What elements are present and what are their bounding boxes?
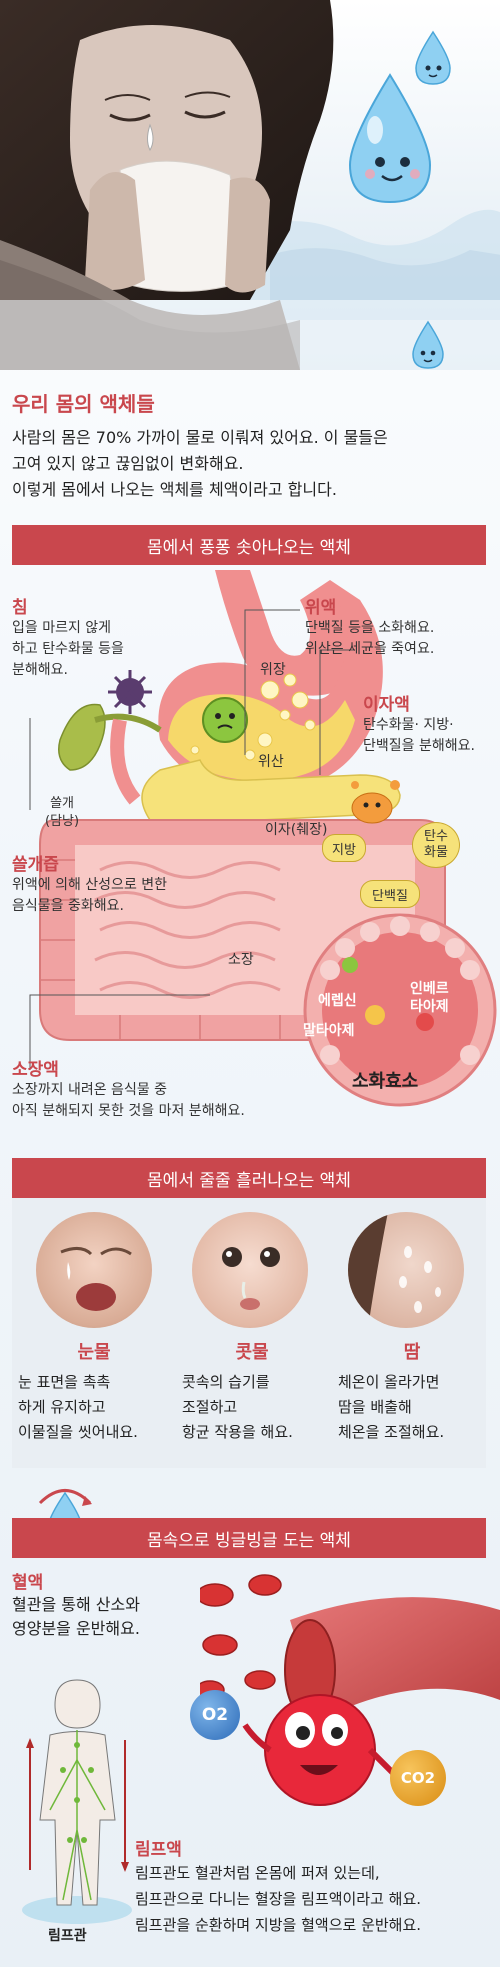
section2-banner: 몸에서 줄줄 흘러나오는 액체 xyxy=(12,1158,486,1198)
water-drop-character-tiny xyxy=(412,320,444,369)
bile-line: 음식물을 중화해요. xyxy=(12,898,124,914)
gallbladder-label: 쓸개 (담낭) xyxy=(45,796,80,829)
fat-label: 지방 xyxy=(332,842,356,858)
sweat-line: 땀을 배출해 xyxy=(338,1398,412,1416)
tears-title: 눈물 xyxy=(77,1342,111,1363)
intro-title: 우리 몸의 액체들 xyxy=(12,392,155,416)
nasal-line: 항균 작용을 해요. xyxy=(182,1423,293,1441)
lymph-body-illustration xyxy=(22,1679,132,1924)
co2-label: CO2 xyxy=(400,1769,436,1787)
oxygen-label: O2 xyxy=(201,1705,229,1725)
intro-line: 이렇게 몸에서 나오는 액체를 체액이라고 합니다. xyxy=(12,480,337,499)
nasal-line: 콧속의 습기를 xyxy=(182,1373,270,1391)
fat-chip: 지방 xyxy=(322,834,366,862)
water-drop-character-small xyxy=(415,30,451,85)
maltase-label: 말타아제 xyxy=(303,1023,355,1039)
section3-banner: 몸속으로 빙글빙글 도는 액체 xyxy=(12,1518,486,1558)
villi xyxy=(320,916,480,1065)
tears-line: 하게 유지하고 xyxy=(18,1398,106,1416)
enzyme-character-icon xyxy=(351,780,400,824)
crying-baby-face xyxy=(60,1247,132,1311)
nasal-title: 콧물 xyxy=(235,1342,269,1363)
intro-line: 사람의 몸은 70% 가까이 물로 이뤄져 있어요. 이 물들은 xyxy=(12,428,388,447)
intro-text: 사람의 몸은 70% 가까이 물로 이뤄져 있어요. 이 물들은 고여 있지 않… xyxy=(12,425,492,503)
gastric-juice-line: 위산은 세균을 죽여요. xyxy=(305,641,435,657)
stomach-label: 위장 xyxy=(260,662,286,678)
nasal-photo xyxy=(192,1212,308,1328)
intestinal-juice-line: 소장까지 내려온 음식물 중 xyxy=(12,1082,168,1098)
saliva-line: 분해해요. xyxy=(12,662,68,678)
blood-block: 혈액 혈관을 통해 산소와 영양분을 운반해요. xyxy=(12,1568,212,1641)
small-intestine-label: 소장 xyxy=(228,952,254,968)
oxygen-bubble: O2 xyxy=(190,1690,240,1740)
pancreatic-juice-line: 단백질을 분해해요. xyxy=(363,738,475,754)
protein-label: 단백질 xyxy=(372,888,408,904)
invertase-label: 인베르 타아제 xyxy=(410,981,449,1015)
co2-bubble: CO2 xyxy=(390,1750,446,1806)
pancreas-label: 이자(췌장) xyxy=(265,822,328,838)
sweat-line: 체온이 올라가면 xyxy=(338,1373,440,1391)
sweating-face xyxy=(348,1212,441,1328)
tears-photo xyxy=(36,1212,152,1328)
virus-icon xyxy=(108,670,152,714)
gastric-acid-label: 위산 xyxy=(258,754,284,770)
saliva-title: 침 xyxy=(12,598,28,618)
bile-block: 쓸개즙 위액에 의해 산성으로 변한 음식물을 중화해요. xyxy=(12,850,232,917)
water-drop-character-large xyxy=(348,73,432,204)
lymph-line: 림프관으로 다니는 혈장을 림프액이라고 해요. xyxy=(135,1890,422,1908)
nasal-block: 콧물 콧속의 습기를 조절하고 항균 작용을 해요. xyxy=(182,1338,322,1445)
tears-line: 눈 표면을 촉촉 xyxy=(18,1373,111,1391)
sweat-title: 땀 xyxy=(403,1342,421,1363)
saliva-line: 입을 마르지 않게 xyxy=(12,620,112,636)
carb-chip: 탄수 화물 xyxy=(412,822,460,868)
pancreatic-juice-block: 이자액 탄수화물· 지방· 단백질을 분해해요. xyxy=(363,690,498,757)
baby-runny-nose-face xyxy=(222,1247,280,1310)
lymph-vessel-label: 림프관 xyxy=(48,1928,87,1944)
header-photo-area xyxy=(0,0,500,370)
tears-text: 눈 표면을 촉촉 하게 유지하고 이물질을 씻어내요. xyxy=(18,1370,170,1445)
enzyme-title: 소화효소 xyxy=(352,1071,419,1092)
blood-line: 혈관을 통해 산소와 xyxy=(12,1595,140,1614)
blood-vessel-illustration xyxy=(200,1574,500,1806)
tears-line: 이물질을 씻어내요. xyxy=(18,1423,138,1441)
erepsin-label: 에렙신 xyxy=(318,993,357,1009)
intro-line: 고여 있지 않고 끊임없이 변화해요. xyxy=(12,454,244,473)
red-blood-cells xyxy=(200,1574,282,1700)
germ-icon xyxy=(202,697,248,743)
gastric-juice-line: 단백질 등을 소화해요. xyxy=(305,620,435,636)
sweat-block: 땀 체온이 올라가면 땀을 배출해 체온을 조절해요. xyxy=(338,1338,486,1445)
section1-banner: 몸에서 퐁퐁 솟아나오는 액체 xyxy=(12,525,486,565)
pancreatic-juice-line: 탄수화물· 지방· xyxy=(363,717,454,733)
nasal-text: 콧속의 습기를 조절하고 항균 작용을 해요. xyxy=(182,1370,322,1445)
sweat-text: 체온이 올라가면 땀을 배출해 체온을 조절해요. xyxy=(338,1370,486,1445)
small-intestine-coils xyxy=(94,861,281,999)
intestinal-juice-line: 아직 분해되지 못한 것을 마저 분해해요. xyxy=(12,1103,245,1119)
sweat-photo xyxy=(348,1212,464,1328)
nasal-line: 조절하고 xyxy=(182,1398,238,1416)
carb-label: 탄수 화물 xyxy=(424,829,448,860)
gastric-juice-title: 위액 xyxy=(305,598,337,618)
saliva-block: 침 입을 마르지 않게 하고 탄수화물 등을 분해해요. xyxy=(12,593,172,681)
protein-chip: 단백질 xyxy=(360,880,420,908)
lymph-line: 림프관도 혈관처럼 온몸에 퍼져 있는데, xyxy=(135,1864,380,1882)
bile-line: 위액에 의해 산성으로 변한 xyxy=(12,877,168,893)
digestive-system-illustration xyxy=(29,570,497,1107)
saliva-line: 하고 탄수화물 등을 xyxy=(12,641,124,657)
bile-title: 쓸개즙 xyxy=(12,855,59,875)
pancreatic-juice-title: 이자액 xyxy=(363,695,410,715)
lymph-line: 림프관을 순환하며 지방을 혈액으로 운반해요. xyxy=(135,1916,422,1934)
blood-title: 혈액 xyxy=(12,1573,44,1593)
lymph-block: 림프액 림프관도 혈관처럼 온몸에 퍼져 있는데, 림프관으로 다니는 혈장을 … xyxy=(135,1835,495,1938)
lymph-title: 림프액 xyxy=(135,1840,182,1860)
intestinal-juice-block: 소장액 소장까지 내려온 음식물 중 아직 분해되지 못한 것을 마저 분해해요… xyxy=(12,1055,332,1122)
blood-line: 영양분을 운반해요. xyxy=(12,1619,140,1638)
sweat-line: 체온을 조절해요. xyxy=(338,1423,445,1441)
gastric-juice-block: 위액 단백질 등을 소화해요. 위산은 세균을 죽여요. xyxy=(305,593,495,660)
tears-block: 눈물 눈 표면을 촉촉 하게 유지하고 이물질을 씻어내요. xyxy=(18,1338,170,1445)
intestinal-juice-title: 소장액 xyxy=(12,1060,59,1080)
